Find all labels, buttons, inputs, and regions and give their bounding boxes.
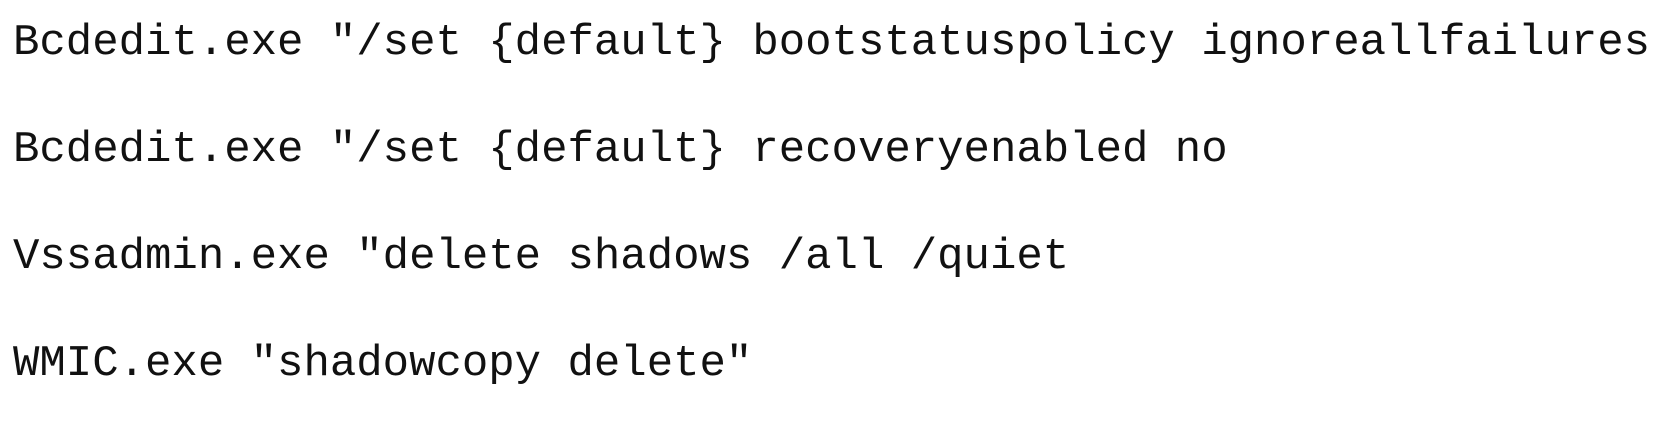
command-line-wmic-shadowcopy-delete: WMIC.exe "shadowcopy delete" — [13, 339, 753, 389]
command-line-bcdedit-recoveryenabled: Bcdedit.exe "/set {default} recoveryenab… — [13, 125, 1228, 175]
command-list: Bcdedit.exe "/set {default} bootstatuspo… — [13, 18, 1651, 389]
command-line-vssadmin-delete-shadows: Vssadmin.exe "delete shadows /all /quiet — [13, 232, 1070, 282]
command-line-bcdedit-bootstatuspolicy: Bcdedit.exe "/set {default} bootstatuspo… — [13, 18, 1651, 68]
